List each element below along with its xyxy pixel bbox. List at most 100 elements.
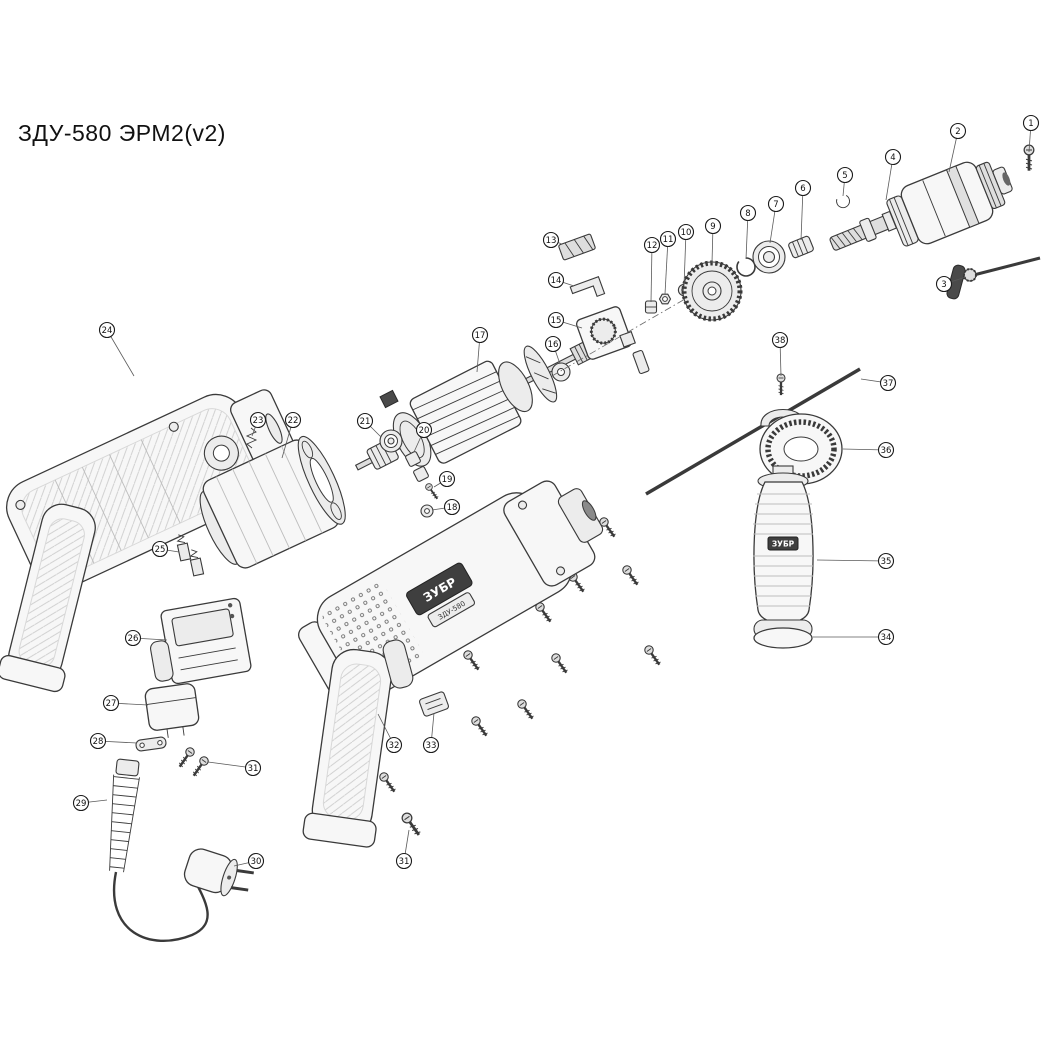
- rubber-mount: [405, 451, 421, 467]
- callout-28: 28: [89, 732, 138, 750]
- callout-26: 26: [124, 629, 168, 647]
- svg-text:4: 4: [890, 153, 895, 163]
- svg-text:20: 20: [419, 426, 430, 436]
- callout-7: 7: [767, 195, 785, 244]
- switch: [150, 597, 252, 685]
- svg-text:11: 11: [663, 235, 674, 245]
- capacitor: [144, 683, 200, 738]
- svg-text:2: 2: [955, 127, 960, 137]
- callout-4: 4: [884, 148, 902, 201]
- callout-25: 25: [151, 540, 180, 558]
- callout-15: 15: [547, 311, 583, 329]
- callout-3: 3: [935, 275, 967, 293]
- washer-16: [551, 362, 571, 382]
- svg-text:3: 3: [941, 280, 946, 290]
- chuck-key: [946, 256, 1041, 300]
- callouts-layer: 1234567891011121314151617181920212223242…: [72, 114, 1040, 870]
- handle-end-cap: [753, 619, 813, 649]
- callout-1: 1: [1022, 114, 1040, 153]
- svg-text:34: 34: [881, 633, 892, 643]
- callout-6: 6: [794, 179, 812, 241]
- callout-9: 9: [704, 217, 722, 264]
- svg-text:16: 16: [548, 340, 559, 350]
- callout-12: 12: [643, 236, 661, 303]
- lock-button: [419, 691, 449, 717]
- rubber-mount-2: [413, 466, 429, 482]
- callout-38: 38: [771, 331, 789, 377]
- svg-text:5: 5: [842, 171, 847, 181]
- handle-logo-label: ЗУБР: [772, 540, 795, 549]
- callout-31: 31: [207, 759, 262, 777]
- callout-19: 19: [433, 470, 456, 488]
- brush-holders: [176, 534, 205, 577]
- ratchet-pawl: [632, 349, 650, 375]
- svg-text:7: 7: [773, 200, 778, 210]
- big-gear: [681, 260, 743, 322]
- hex-nut: [658, 293, 672, 305]
- callout-24: 24: [98, 321, 135, 377]
- callout-10: 10: [677, 223, 695, 287]
- svg-text:23: 23: [253, 416, 264, 426]
- svg-text:21: 21: [360, 417, 371, 427]
- brush-spring: [245, 427, 258, 449]
- ball-bearing: [752, 240, 786, 274]
- ratchet-assembly: [575, 306, 636, 360]
- callout-18: 18: [431, 498, 461, 516]
- svg-text:37: 37: [883, 379, 894, 389]
- callout-2: 2: [948, 122, 967, 173]
- svg-text:32: 32: [389, 741, 400, 751]
- svg-text:31: 31: [399, 857, 410, 867]
- svg-text:13: 13: [546, 236, 557, 246]
- callout-17: 17: [471, 326, 489, 373]
- svg-text:17: 17: [475, 331, 486, 341]
- handle-grip: [753, 481, 814, 625]
- pinion-gear: [788, 235, 814, 259]
- svg-text:14: 14: [551, 276, 562, 286]
- svg-text:28: 28: [93, 737, 104, 747]
- callout-30: 30: [233, 852, 265, 870]
- svg-text:33: 33: [426, 741, 437, 751]
- svg-text:36: 36: [881, 446, 892, 456]
- callout-29: 29: [72, 794, 108, 812]
- svg-text:12: 12: [647, 241, 658, 251]
- svg-text:29: 29: [76, 799, 87, 809]
- side-handle: ЗУБР: [645, 367, 861, 649]
- svg-text:25: 25: [155, 545, 166, 555]
- svg-text:15: 15: [551, 316, 562, 326]
- callout-11: 11: [659, 230, 677, 295]
- small-washer: [420, 504, 434, 518]
- svg-text:6: 6: [800, 184, 805, 194]
- svg-text:30: 30: [251, 857, 262, 867]
- callout-14: 14: [547, 271, 575, 289]
- axis-line: [551, 287, 705, 377]
- svg-text:27: 27: [106, 699, 117, 709]
- handle-logo-plate: [767, 536, 799, 551]
- cord-protector: [109, 758, 140, 873]
- callout-22: 22: [281, 411, 302, 459]
- callout-20: 20: [413, 421, 433, 453]
- callout-8: 8: [739, 204, 757, 260]
- power-cord: [113, 867, 209, 943]
- callout-34: 34: [813, 628, 895, 646]
- striker-plate: [558, 233, 596, 261]
- callout-16: 16: [544, 335, 562, 365]
- svg-text:8: 8: [745, 209, 750, 219]
- page-title: ЗДУ-580 ЭРМ2(v2): [18, 120, 226, 146]
- stator: [199, 435, 346, 569]
- brush-block: [379, 389, 399, 409]
- callout-36: 36: [842, 441, 895, 459]
- svg-text:9: 9: [710, 222, 715, 232]
- svg-text:1: 1: [1028, 119, 1033, 129]
- depth-rod: [645, 367, 861, 496]
- svg-text:26: 26: [128, 634, 139, 644]
- armature-bearing: [379, 429, 403, 453]
- svg-text:35: 35: [881, 557, 892, 567]
- chuck: [886, 161, 1013, 247]
- clip: [836, 195, 850, 209]
- svg-text:18: 18: [447, 503, 458, 513]
- callout-21: 21: [356, 412, 382, 438]
- motor-housing: ЗУБР ЗДУ-580: [298, 480, 604, 848]
- svg-text:24: 24: [102, 326, 113, 336]
